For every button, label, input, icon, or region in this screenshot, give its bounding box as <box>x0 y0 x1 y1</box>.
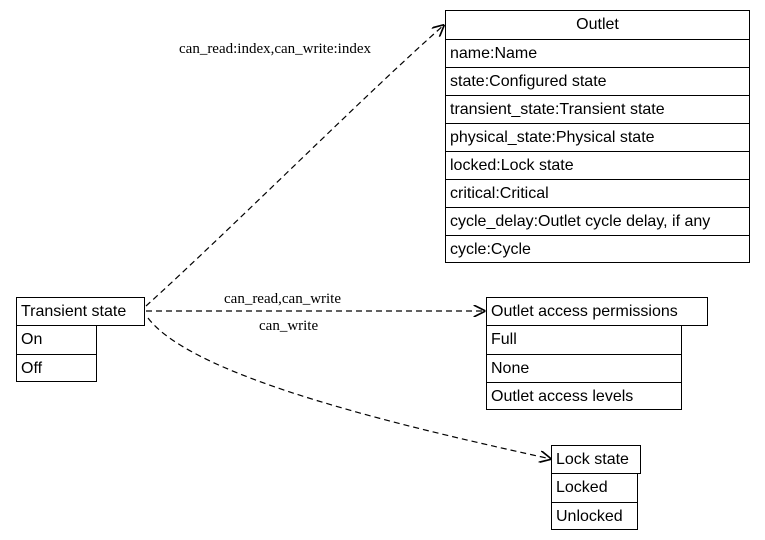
edge-label-to-outlet: can_read:index,can_write:index <box>179 41 371 57</box>
permissions-values-box: Full None Outlet access levels <box>486 325 682 410</box>
arrow-to-outlet <box>145 25 444 307</box>
lock-state-value-unlocked: Unlocked <box>552 502 637 530</box>
outlet-class-box: Outlet name:Name state:Configured state … <box>445 10 750 263</box>
edge-label-to-permissions: can_read,can_write <box>224 291 342 307</box>
lock-state-title-box: Lock state <box>551 445 641 474</box>
transient-state-title: Transient state <box>21 303 127 320</box>
permissions-value-none: None <box>487 354 681 382</box>
outlet-field-state: state:Configured state <box>446 67 749 95</box>
outlet-field-locked: locked:Lock state <box>446 151 749 179</box>
arrow-to-lock-state <box>147 317 551 459</box>
permissions-title: Outlet access permissions <box>491 303 678 320</box>
transient-state-value-on: On <box>21 331 43 348</box>
lock-state-title: Lock state <box>556 451 629 468</box>
edge-label-to-lock-state: can_write <box>259 318 319 334</box>
transient-state-title-box: Transient state <box>16 297 145 326</box>
transient-state-values-box: On Off <box>16 325 97 382</box>
outlet-class-title: Outlet <box>576 16 619 33</box>
outlet-field-transient-state: transient_state:Transient state <box>446 95 749 123</box>
transient-state-value-off: Off <box>17 354 96 382</box>
permissions-title-box: Outlet access permissions <box>486 297 708 326</box>
outlet-field-cycle: cycle:Cycle <box>446 235 749 263</box>
outlet-field-physical-state: physical_state:Physical state <box>446 123 749 151</box>
outlet-field-critical: critical:Critical <box>446 179 749 207</box>
permissions-value-full: Full <box>491 331 517 348</box>
permissions-value-levels: Outlet access levels <box>487 382 681 410</box>
outlet-field-cycle-delay: cycle_delay:Outlet cycle delay, if any <box>446 207 749 235</box>
lock-state-value-locked: Locked <box>556 479 608 496</box>
outlet-field-name: name:Name <box>446 39 749 67</box>
lock-state-values-box: Locked Unlocked <box>551 473 638 530</box>
